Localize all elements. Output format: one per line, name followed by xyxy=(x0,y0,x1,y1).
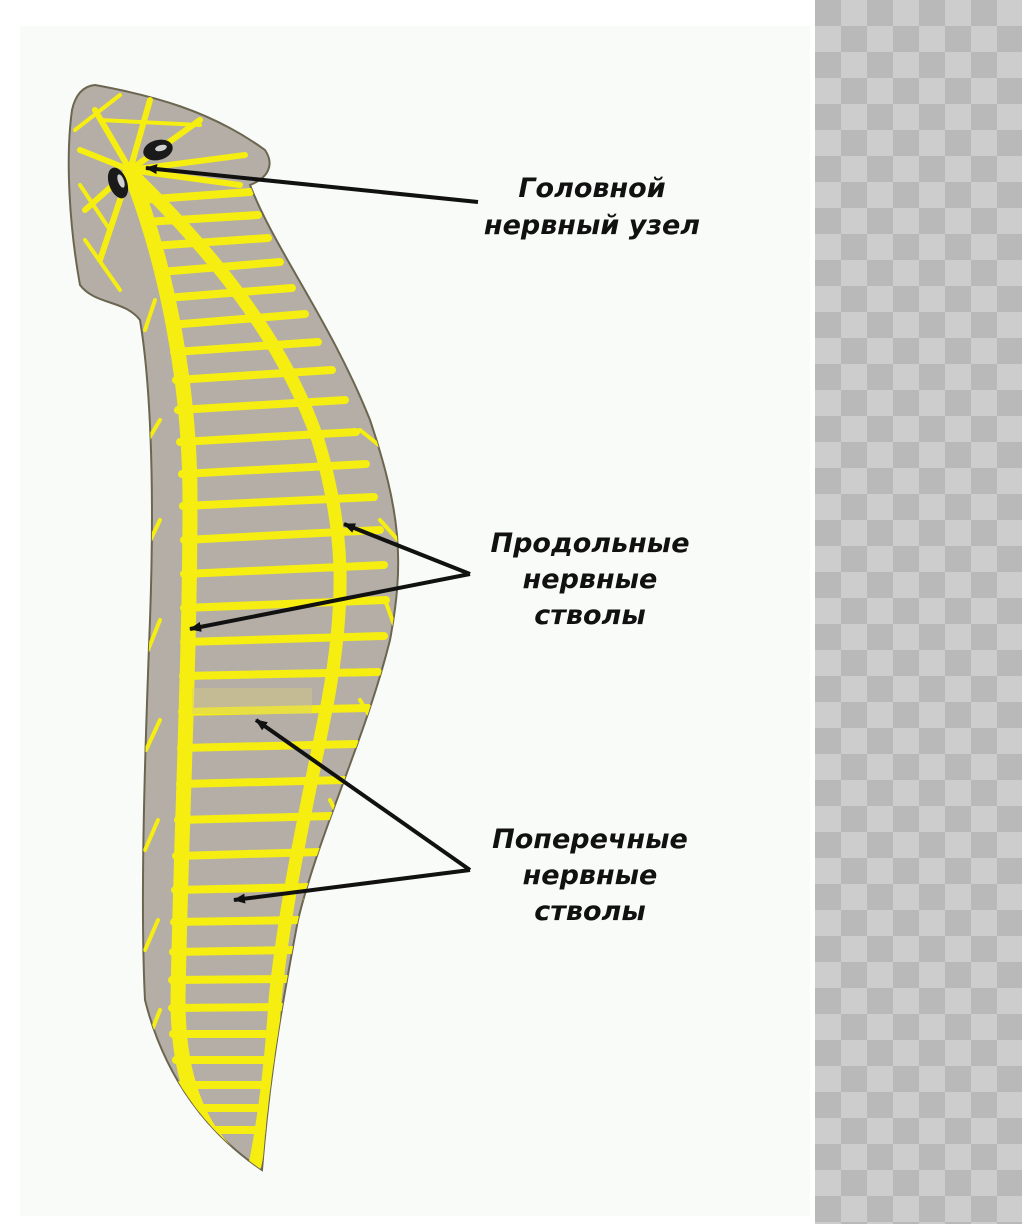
label-transverse-line1: Поперечные xyxy=(492,824,688,855)
label-longitudinal-line1: Продольные xyxy=(490,528,689,559)
label-head-ganglion: Головной нервный узел xyxy=(484,173,700,241)
label-head-ganglion-line1: Головной xyxy=(518,173,665,204)
label-transverse-nerves: Поперечные нервные стволы xyxy=(492,824,688,927)
label-transverse-line3: стволы xyxy=(534,896,645,927)
label-longitudinal-nerves: Продольные нервные стволы xyxy=(490,528,689,631)
label-longitudinal-line2: нервные xyxy=(523,564,658,595)
label-transverse-line2: нервные xyxy=(523,860,658,891)
label-longitudinal-line3: стволы xyxy=(534,600,645,631)
label-head-ganglion-line2: нервный узел xyxy=(484,210,700,241)
